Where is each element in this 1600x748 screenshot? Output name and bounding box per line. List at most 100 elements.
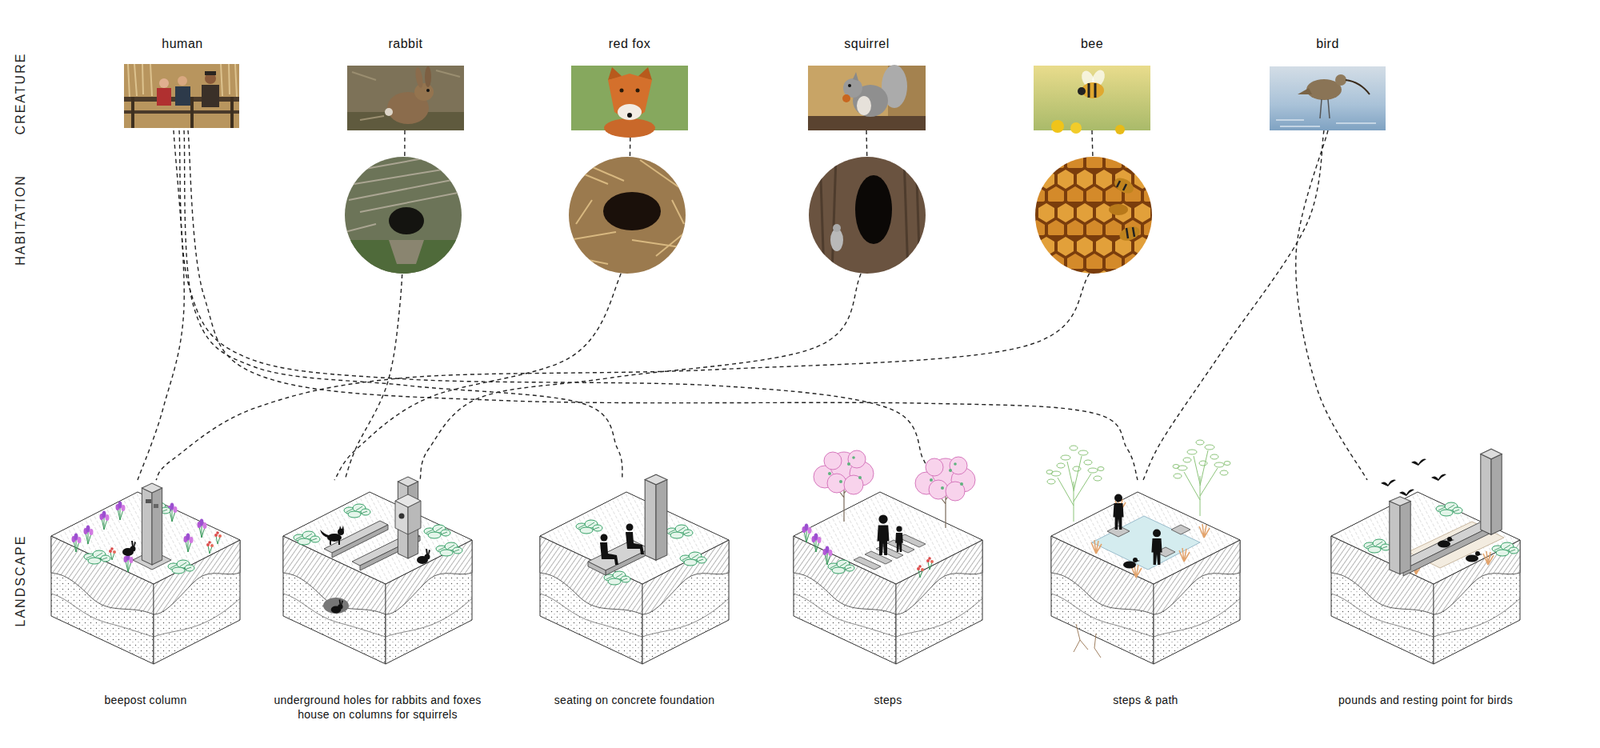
bee-photo-part <box>1088 83 1096 98</box>
steps-path-block-part <box>1073 624 1101 658</box>
bird-photo-part <box>1276 120 1376 127</box>
ponds-block-part <box>1403 524 1495 576</box>
rabbit-photo-part <box>414 67 424 89</box>
bird-photo-part <box>1297 88 1312 95</box>
beepost-block-part <box>116 501 126 521</box>
den-photo-part <box>568 156 686 274</box>
squirrel-photo-part <box>842 94 851 103</box>
steps-block-part <box>823 546 833 566</box>
beepost-block <box>51 483 240 664</box>
burrow-photo-part <box>388 207 424 235</box>
burrow-block-part <box>436 542 463 556</box>
seating-block-part <box>644 474 668 560</box>
burrow-block <box>283 476 472 664</box>
steps-path-block-part <box>1046 445 1104 522</box>
bee-photo-part <box>1077 87 1086 96</box>
bird-photo <box>1269 66 1386 131</box>
ponds-block <box>1331 448 1520 664</box>
beepost-block-part <box>153 504 159 508</box>
human-photo-part <box>230 96 234 128</box>
bee-photo-part <box>1115 124 1125 135</box>
rabbit-photo <box>347 65 464 131</box>
human-photo-part <box>175 86 191 106</box>
burrow-block-part <box>320 525 344 545</box>
honeycomb-photo-part <box>1108 204 1128 216</box>
human-photo-part <box>177 76 188 86</box>
bird-photo-part <box>1335 74 1347 86</box>
landscape-caption: steps & path <box>1037 692 1254 708</box>
fox-photo <box>571 65 688 138</box>
den-photo-part <box>603 192 661 231</box>
tree-hollow-photo-part <box>830 228 844 252</box>
ponds-block-part <box>1436 502 1463 516</box>
ponds-block-part <box>1380 480 1396 487</box>
fox-photo-part <box>608 73 652 122</box>
fox-photo-part <box>636 88 640 93</box>
steps-block-part <box>926 556 934 570</box>
dashed-link <box>188 130 1138 480</box>
beepost-block-part <box>84 550 111 564</box>
steps-path-block-part <box>1171 524 1191 535</box>
steps-path-block-part <box>1051 492 1240 664</box>
landscape-caption: beepost column <box>37 692 254 708</box>
burrow-block-part <box>323 597 349 614</box>
steps-block-part <box>828 560 855 574</box>
burrow-photo-part <box>344 156 462 274</box>
seating-block-part <box>540 492 729 664</box>
landscape-caption: underground holes for rabbits and foxes … <box>269 692 486 722</box>
burrow-block-part <box>331 599 344 613</box>
creature-name: bee <box>1033 35 1151 53</box>
seating-block-part <box>600 534 619 566</box>
ponds-block-part <box>1465 551 1483 563</box>
bee-photo <box>1033 65 1151 135</box>
squirrel-photo-part <box>808 65 926 131</box>
burrow-photo-part <box>388 240 424 264</box>
landscape-caption-box: steps <box>780 480 996 711</box>
squirrel-photo-part <box>808 116 926 131</box>
dashed-link <box>1296 130 1368 480</box>
landscape-caption-box: seating on concrete foundation <box>526 480 743 711</box>
row-label: LANDSCAPE <box>13 535 28 628</box>
rabbit-photo-part <box>414 83 434 101</box>
ponds-block-part <box>1483 551 1494 565</box>
fox-photo-part <box>617 104 642 120</box>
creature-card: bee <box>1033 35 1151 131</box>
dashed-link <box>184 130 623 480</box>
beepost-block-part <box>214 531 222 544</box>
steps-path-block-part <box>1112 493 1124 530</box>
beepost-block-part <box>197 519 208 539</box>
beepost-block-part <box>122 540 136 556</box>
tree-hollow-photo-part <box>855 175 892 244</box>
honeycomb-photo-part <box>1116 180 1127 191</box>
burrow-block-part <box>399 513 405 520</box>
human-photo-part <box>204 71 216 76</box>
seating-block-part <box>625 524 644 556</box>
landscape-caption-box: underground holes for rabbits and foxes … <box>269 480 486 725</box>
steps-path-block-part <box>1092 516 1200 570</box>
landscape-caption-box: pounds and resting point for birds <box>1317 480 1534 711</box>
dashed-link <box>137 130 184 480</box>
steps-path-block-part <box>1123 557 1140 569</box>
honeycomb-photo-part <box>1126 227 1135 239</box>
rabbit-photo-part <box>426 88 430 92</box>
burrow-block-part <box>424 524 451 539</box>
rabbit-photo-part <box>347 65 464 131</box>
creature-card: bird <box>1269 35 1386 131</box>
steps-path-block-part <box>1091 540 1102 554</box>
dashed-link <box>179 130 929 480</box>
squirrel-photo-part <box>848 84 852 88</box>
honeycomb-photo-part <box>1112 175 1137 197</box>
creature-card: rabbit <box>347 35 464 131</box>
row-label: HABITATION <box>13 174 28 266</box>
human-photo-part <box>131 96 135 128</box>
honeycomb-photo-part <box>1035 156 1152 274</box>
burrow-photo <box>344 156 462 274</box>
ponds-block-part <box>1411 459 1427 466</box>
burrow-block-part <box>416 548 431 564</box>
steps-path-block-part <box>1199 524 1210 538</box>
beepost-block-part <box>168 560 195 574</box>
steps-block-part <box>895 526 904 552</box>
honeycomb-photo-part <box>1117 224 1142 244</box>
ponds-block-part <box>1431 474 1447 481</box>
